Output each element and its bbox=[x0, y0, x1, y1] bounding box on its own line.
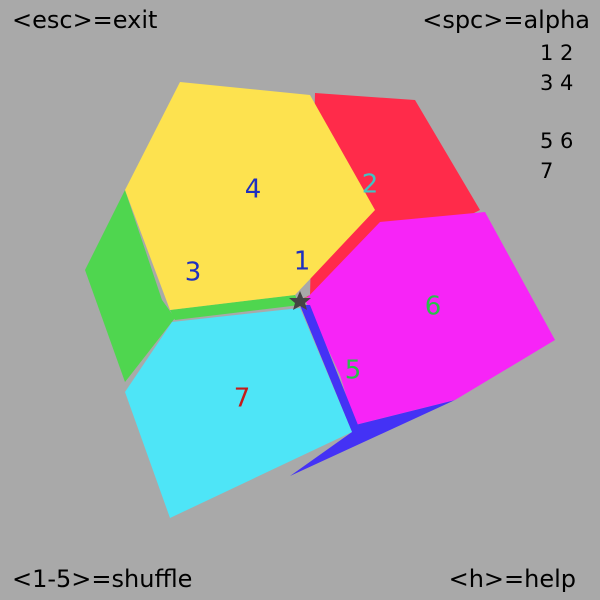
exit-hint: <esc>=exit bbox=[12, 6, 158, 34]
face-green-strip[interactable] bbox=[170, 295, 300, 320]
face-magenta[interactable] bbox=[305, 212, 555, 425]
face-blue-strip[interactable] bbox=[300, 305, 360, 432]
alpha-hint: <spc>=alpha bbox=[422, 6, 590, 34]
piece-label-7: 7 bbox=[234, 384, 251, 414]
help-hint: <h>=help bbox=[448, 565, 576, 593]
piece-legend-row-3: 5 6 bbox=[540, 129, 574, 153]
piece-label-4: 4 bbox=[245, 175, 262, 205]
piece-label-2: 2 bbox=[362, 170, 379, 200]
face-green[interactable] bbox=[85, 190, 175, 382]
piece-label-6: 6 bbox=[425, 292, 442, 322]
piece-label-5: 5 bbox=[345, 356, 362, 386]
piece-label-3: 3 bbox=[185, 258, 202, 288]
piece-label-1: 1 bbox=[294, 247, 311, 277]
star-icon bbox=[289, 291, 311, 310]
piece-legend-row-4: 7 bbox=[540, 159, 554, 183]
face-cyan[interactable] bbox=[125, 308, 352, 518]
piece-legend-row-1: 1 2 bbox=[540, 41, 574, 65]
piece-legend-row-2: 3 4 bbox=[540, 71, 574, 95]
face-red[interactable] bbox=[300, 93, 480, 300]
shuffle-hint: <1-5>=shuffle bbox=[12, 565, 193, 593]
face-yellow[interactable] bbox=[125, 82, 375, 310]
